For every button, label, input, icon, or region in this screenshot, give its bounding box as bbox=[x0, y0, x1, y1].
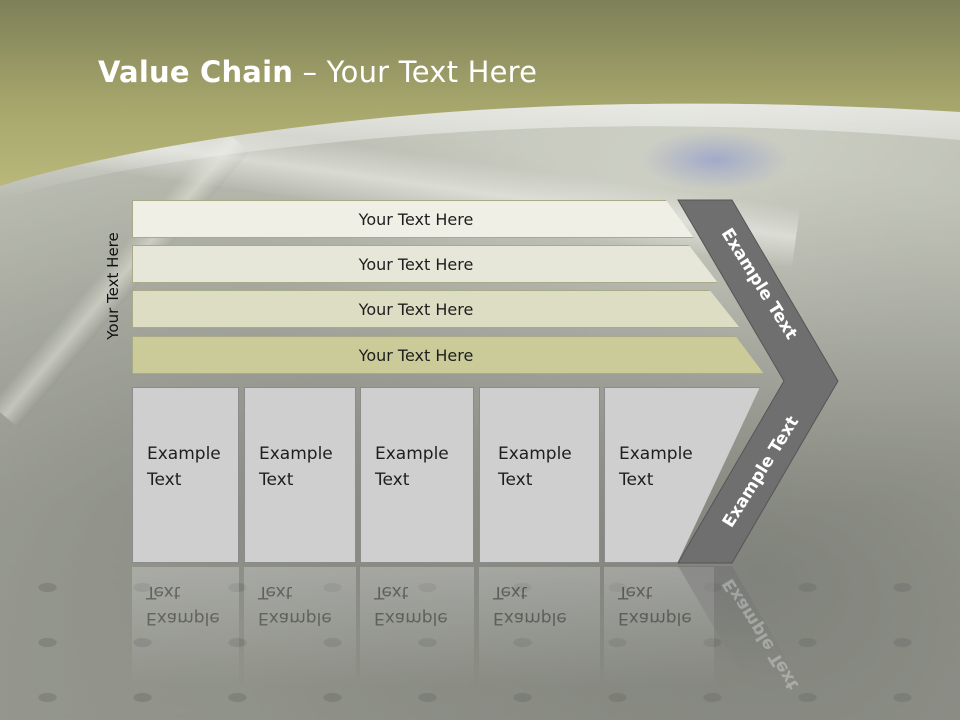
support-bar-1: Your Text Here bbox=[132, 200, 694, 238]
box-line-2: Text bbox=[147, 470, 182, 490]
box-line-2: Text bbox=[259, 470, 294, 490]
box-line-1: Example bbox=[147, 444, 221, 464]
primary-box-1: Example Text bbox=[132, 387, 239, 563]
support-bar-label: Your Text Here bbox=[358, 210, 474, 229]
box-line-1: Example bbox=[375, 444, 449, 464]
primary-box-3: Example Text bbox=[360, 387, 474, 563]
title-bold: Value Chain bbox=[98, 55, 294, 89]
support-bar-2: Your Text Here bbox=[132, 245, 718, 283]
box-line-2: Text bbox=[619, 470, 654, 490]
support-bar-3: Your Text Here bbox=[132, 290, 740, 328]
box-line-1: Example bbox=[619, 444, 693, 464]
box-line-2: Text bbox=[498, 470, 533, 490]
slide-title: Value Chain – Your Text Here bbox=[98, 55, 537, 89]
support-bar-label: Your Text Here bbox=[358, 300, 474, 319]
support-bar-4: Your Text Here bbox=[132, 336, 764, 374]
support-bar-label: Your Text Here bbox=[358, 346, 474, 365]
support-bar-label: Your Text Here bbox=[358, 255, 474, 274]
primary-box-2: Example Text bbox=[244, 387, 356, 563]
box-line-2: Text bbox=[375, 470, 410, 490]
box-line-1: Example bbox=[498, 444, 572, 464]
header-band bbox=[0, 0, 960, 200]
box-line-1: Example bbox=[259, 444, 333, 464]
primary-box-4: Example Text bbox=[479, 387, 600, 563]
title-rest: – Your Text Here bbox=[293, 55, 538, 89]
